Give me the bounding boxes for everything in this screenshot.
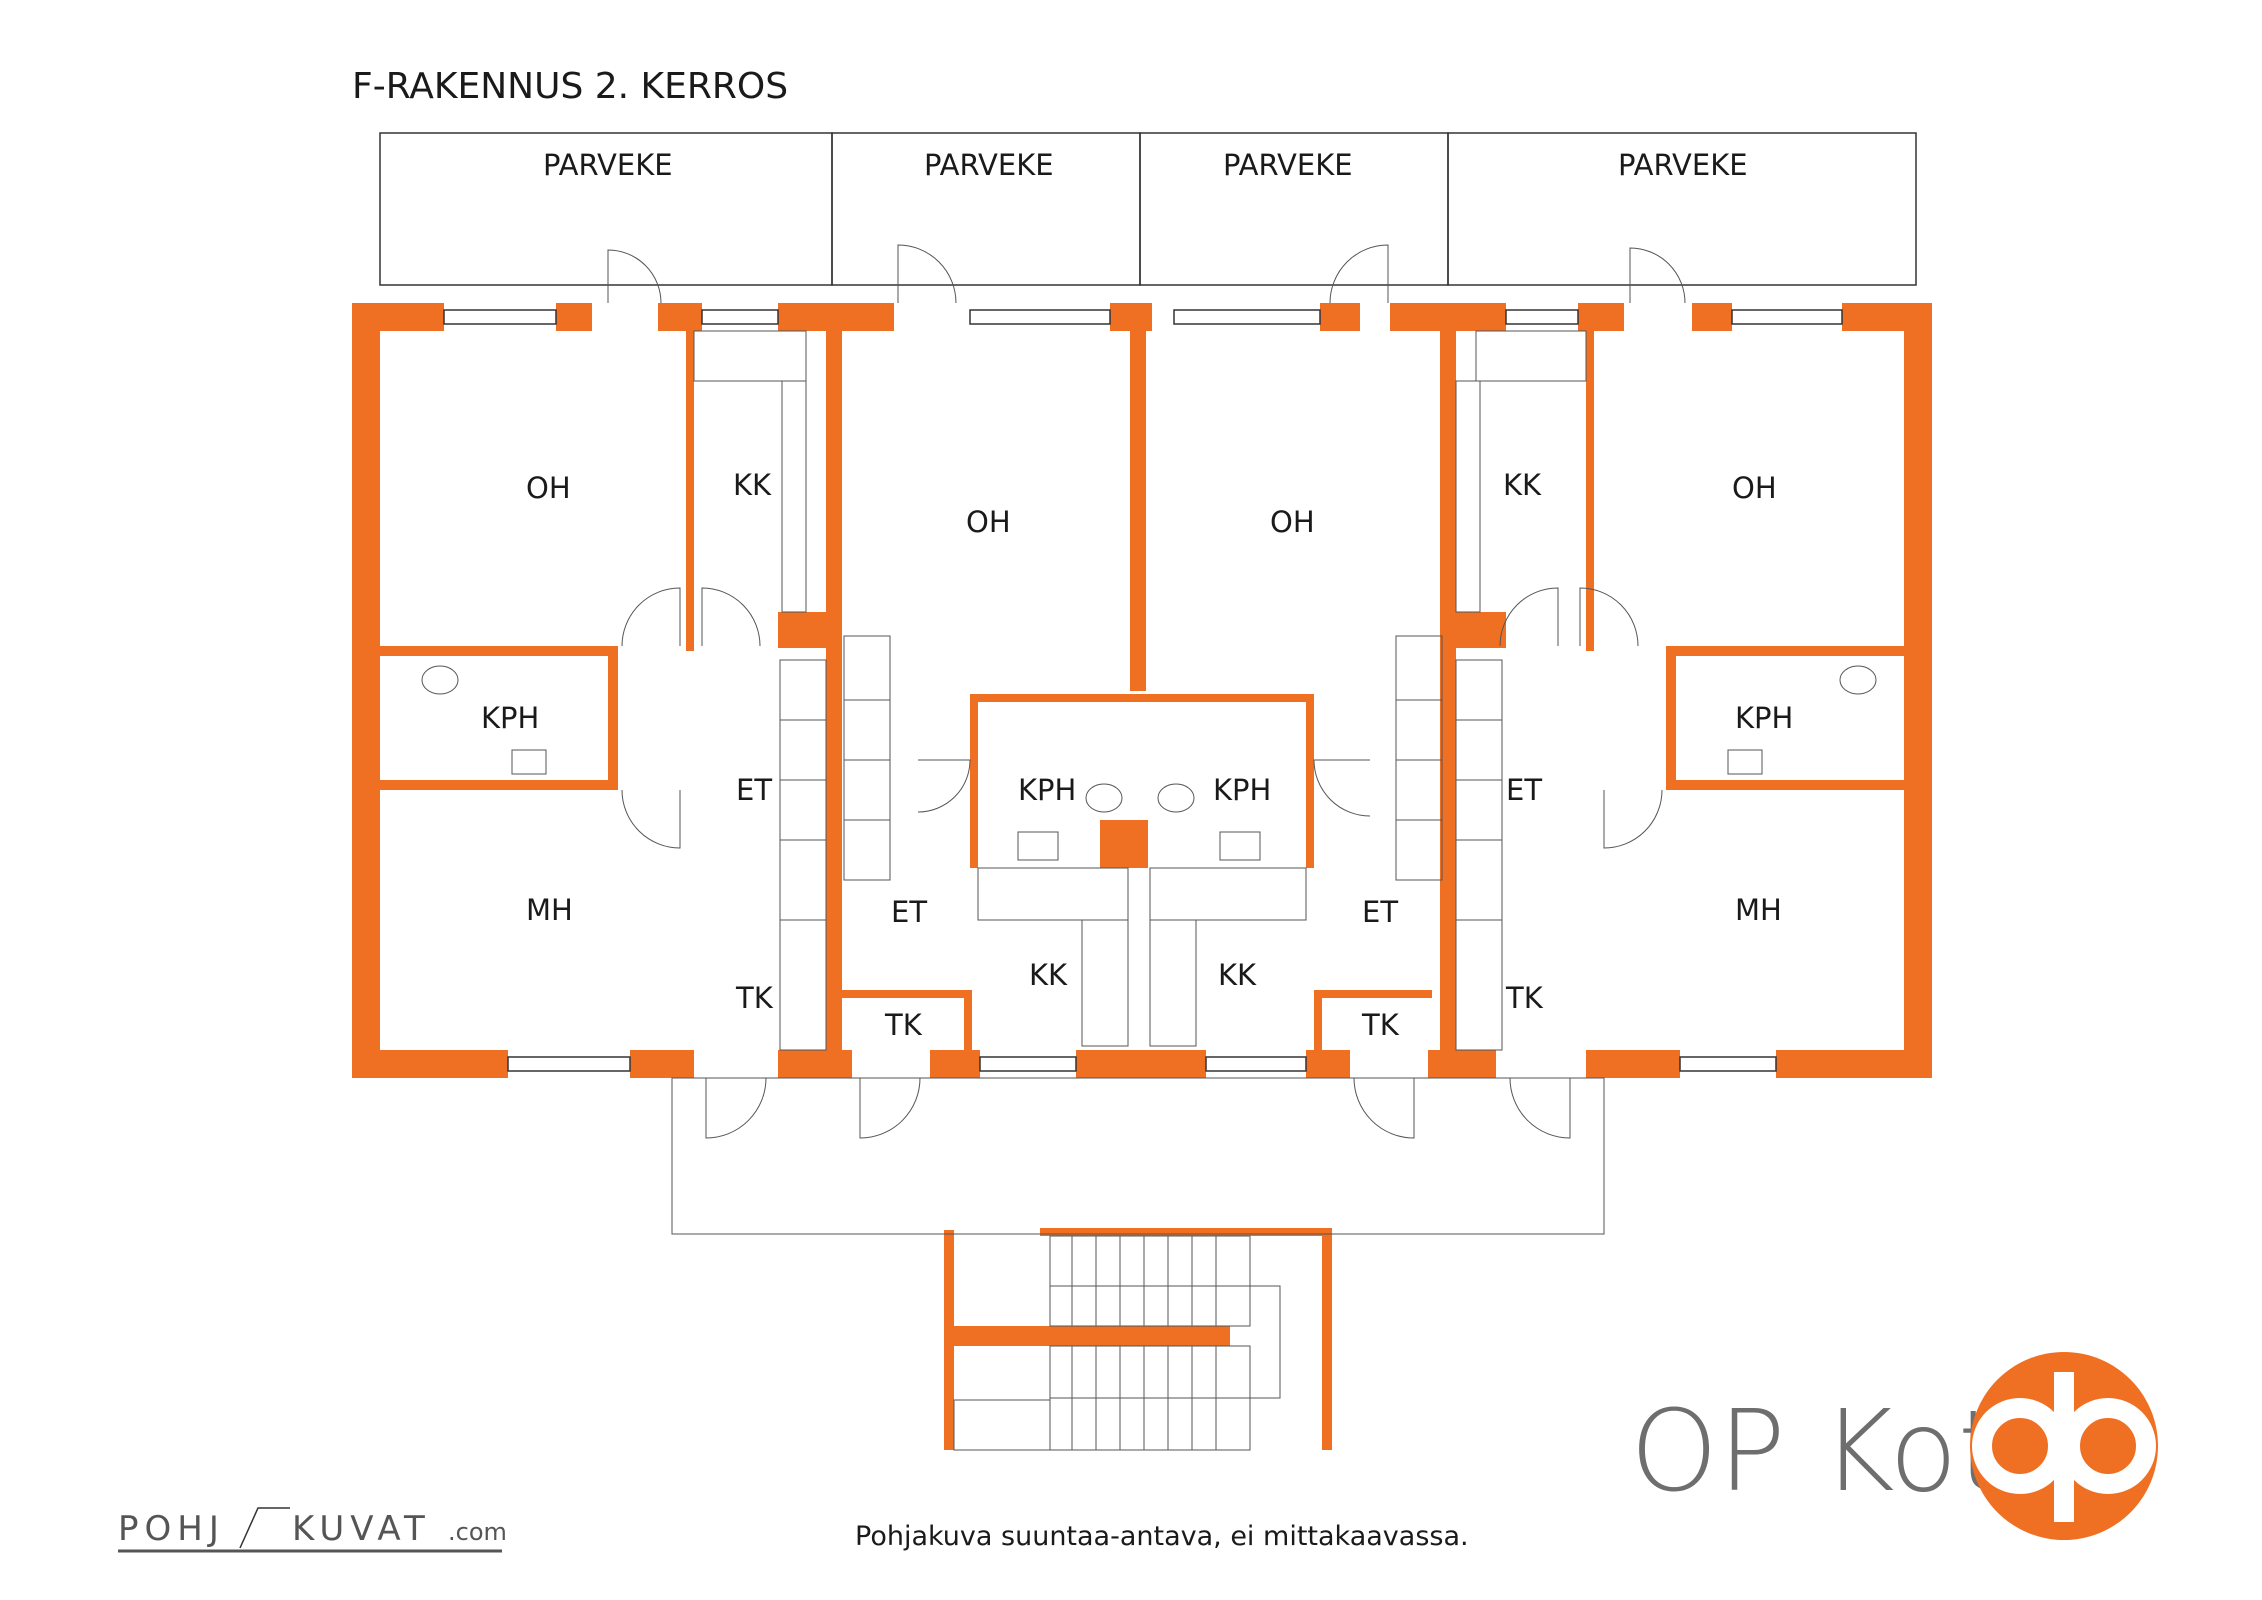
room-label: KPH xyxy=(1213,773,1271,807)
room-label: ET xyxy=(891,895,927,929)
room-label: ET xyxy=(1506,773,1542,807)
toilet-icon xyxy=(421,665,1877,813)
room-label: KK xyxy=(1029,958,1068,992)
room-label: PARVEKE xyxy=(924,148,1054,182)
room-labels: PARVEKE PARVEKE PARVEKE PARVEKE OH KK OH… xyxy=(481,148,1793,1042)
room-label: PARVEKE xyxy=(543,148,673,182)
credit-domain: .com xyxy=(448,1518,507,1546)
windows xyxy=(443,309,1843,1072)
walls xyxy=(352,303,1932,1450)
room-label: PARVEKE xyxy=(1618,148,1748,182)
room-label: KK xyxy=(733,468,772,502)
plan-title: F-RAKENNUS 2. KERROS xyxy=(352,66,788,107)
room-label: KPH xyxy=(481,701,539,735)
room-label: TK xyxy=(884,1008,923,1042)
room-label: TK xyxy=(1361,1008,1400,1042)
room-label: OH xyxy=(966,505,1011,539)
room-label: KK xyxy=(1503,468,1542,502)
room-label: KPH xyxy=(1735,701,1793,735)
room-label: OH xyxy=(526,471,571,505)
room-label: KPH xyxy=(1018,773,1076,807)
room-label: ET xyxy=(1362,895,1398,929)
disclaimer-note: Pohjakuva suuntaa-antava, ei mittakaavas… xyxy=(855,1521,1469,1552)
credit-left: POHJ xyxy=(118,1509,225,1549)
room-label: OH xyxy=(1270,505,1315,539)
room-label: OH xyxy=(1732,471,1777,505)
room-label: PARVEKE xyxy=(1223,148,1353,182)
op-logo-icon xyxy=(1970,1352,2158,1540)
room-label: TK xyxy=(735,981,774,1015)
room-label: MH xyxy=(1735,893,1782,927)
pohjakuvat-credit: POHJ KUVAT .com xyxy=(118,1507,507,1553)
room-label: TK xyxy=(1505,981,1544,1015)
room-label: MH xyxy=(526,893,573,927)
credit-right: KUVAT xyxy=(292,1509,431,1549)
room-label: ET xyxy=(736,773,772,807)
brand-name: OP Koti xyxy=(1630,1387,2033,1517)
sink-icon xyxy=(511,749,1763,861)
room-label: KK xyxy=(1218,958,1257,992)
door-swing-icon xyxy=(607,244,1686,1139)
stairs-icon xyxy=(1049,1235,1281,1451)
fixtures xyxy=(671,330,1605,1451)
